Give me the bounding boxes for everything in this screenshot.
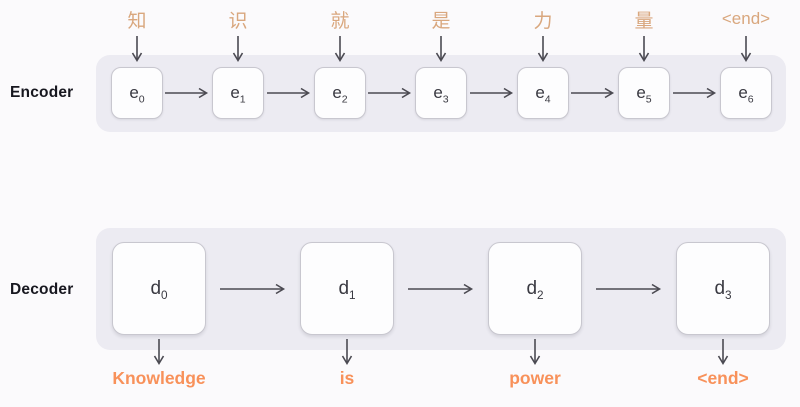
right-arrow-icon	[165, 87, 209, 99]
encoder-cell: e5	[618, 67, 670, 119]
decoder-cell-label: d2	[526, 277, 544, 302]
encoder-cell-label: e0	[129, 83, 145, 106]
down-arrow-icon	[232, 36, 244, 63]
decoder-section-label: Decoder	[10, 281, 74, 298]
encoder-cell-label: e2	[332, 83, 348, 106]
down-arrow-icon	[435, 36, 447, 63]
decoder-output-label: <end>	[697, 368, 749, 388]
decoder-cell-label: d0	[150, 277, 168, 302]
right-arrow-icon	[368, 87, 412, 99]
encoder-cell: e0	[111, 67, 163, 119]
encoder-cell-label: e1	[230, 83, 246, 106]
decoder-cell: d1	[300, 242, 394, 335]
down-arrow-icon	[740, 36, 752, 63]
right-arrow-icon	[571, 87, 615, 99]
encoder-cell: e4	[517, 67, 569, 119]
right-arrow-icon	[673, 87, 717, 99]
right-arrow-icon	[470, 87, 514, 99]
down-arrow-icon	[638, 36, 650, 63]
encoder-cell: e3	[415, 67, 467, 119]
down-arrow-icon	[341, 339, 353, 366]
encoder-input-label: <end>	[721, 9, 771, 28]
right-arrow-icon	[220, 283, 286, 295]
decoder-cell-label: d1	[338, 277, 356, 302]
down-arrow-icon	[334, 36, 346, 63]
decoder-output-label: Knowledge	[112, 368, 206, 388]
decoder-cell: d0	[112, 242, 206, 335]
right-arrow-icon	[596, 283, 662, 295]
encoder-cell-label: e3	[433, 83, 449, 106]
encoder-cell: e2	[314, 67, 366, 119]
encoder-cell-label: e6	[738, 83, 754, 106]
encoder-section-label: Encoder	[10, 84, 74, 101]
encoder-input-label: 是	[431, 11, 451, 32]
encoder-input-label: 知	[127, 11, 147, 32]
down-arrow-icon	[529, 339, 541, 366]
down-arrow-icon	[153, 339, 165, 366]
down-arrow-icon	[717, 339, 729, 366]
decoder-output-label: is	[339, 368, 355, 388]
decoder-cell: d3	[676, 242, 770, 335]
decoder-cell-label: d3	[714, 277, 732, 302]
decoder-cell: d2	[488, 242, 582, 335]
encoder-input-label: 量	[634, 11, 654, 32]
right-arrow-icon	[408, 283, 474, 295]
encoder-input-label: 就	[330, 11, 350, 32]
encoder-cell-label: e5	[636, 83, 652, 106]
encoder-cell: e6	[720, 67, 772, 119]
encoder-cell: e1	[212, 67, 264, 119]
decoder-output-label: power	[509, 368, 561, 388]
encoder-input-label: 力	[533, 11, 553, 32]
down-arrow-icon	[131, 36, 143, 63]
right-arrow-icon	[267, 87, 311, 99]
down-arrow-icon	[537, 36, 549, 63]
encoder-cell-label: e4	[535, 83, 551, 106]
encoder-input-label: 识	[228, 11, 248, 32]
